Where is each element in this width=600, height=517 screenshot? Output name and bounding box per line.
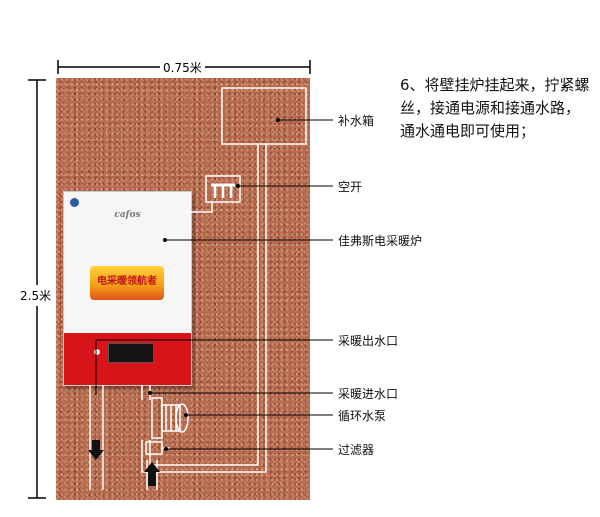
boiler-display [108, 343, 154, 363]
leader-lines [95, 118, 333, 451]
breaker-icon [186, 175, 241, 213]
label-outlet: 采暖出水口 [338, 334, 399, 348]
down-arrow-icon [88, 440, 104, 460]
height-label: 2.5米 [20, 285, 52, 306]
water-tank [221, 87, 307, 145]
label-boiler: 佳弗斯电采暖炉 [338, 234, 423, 248]
up-arrow-icon [144, 462, 160, 486]
label-switch: 空开 [338, 180, 363, 194]
boiler-brand: cafos [114, 210, 141, 220]
label-inlet: 采暖进水口 [338, 387, 399, 401]
pump-icon [151, 397, 189, 439]
label-pump: 循环水泵 [338, 409, 387, 423]
label-tank: 补水箱 [338, 114, 375, 128]
supply-pipe [141, 144, 267, 473]
inlet-pipe [141, 385, 158, 490]
boiler-unit: cafos 电采暖领航者 [63, 191, 192, 386]
boiler-badge-text: 电采暖领航者 [97, 276, 157, 287]
brand-logo-icon [70, 198, 79, 207]
width-label: 0.75米 [160, 59, 205, 76]
outlet-pipe [89, 385, 104, 490]
instruction-text: 6、将壁挂炉挂起来，拧紧螺丝，接通电源和接通水路，通水通电即可使用； [400, 76, 590, 140]
label-filter: 过滤器 [338, 443, 375, 457]
boiler-badge-graphic [90, 266, 164, 300]
power-knob-icon [94, 349, 100, 355]
